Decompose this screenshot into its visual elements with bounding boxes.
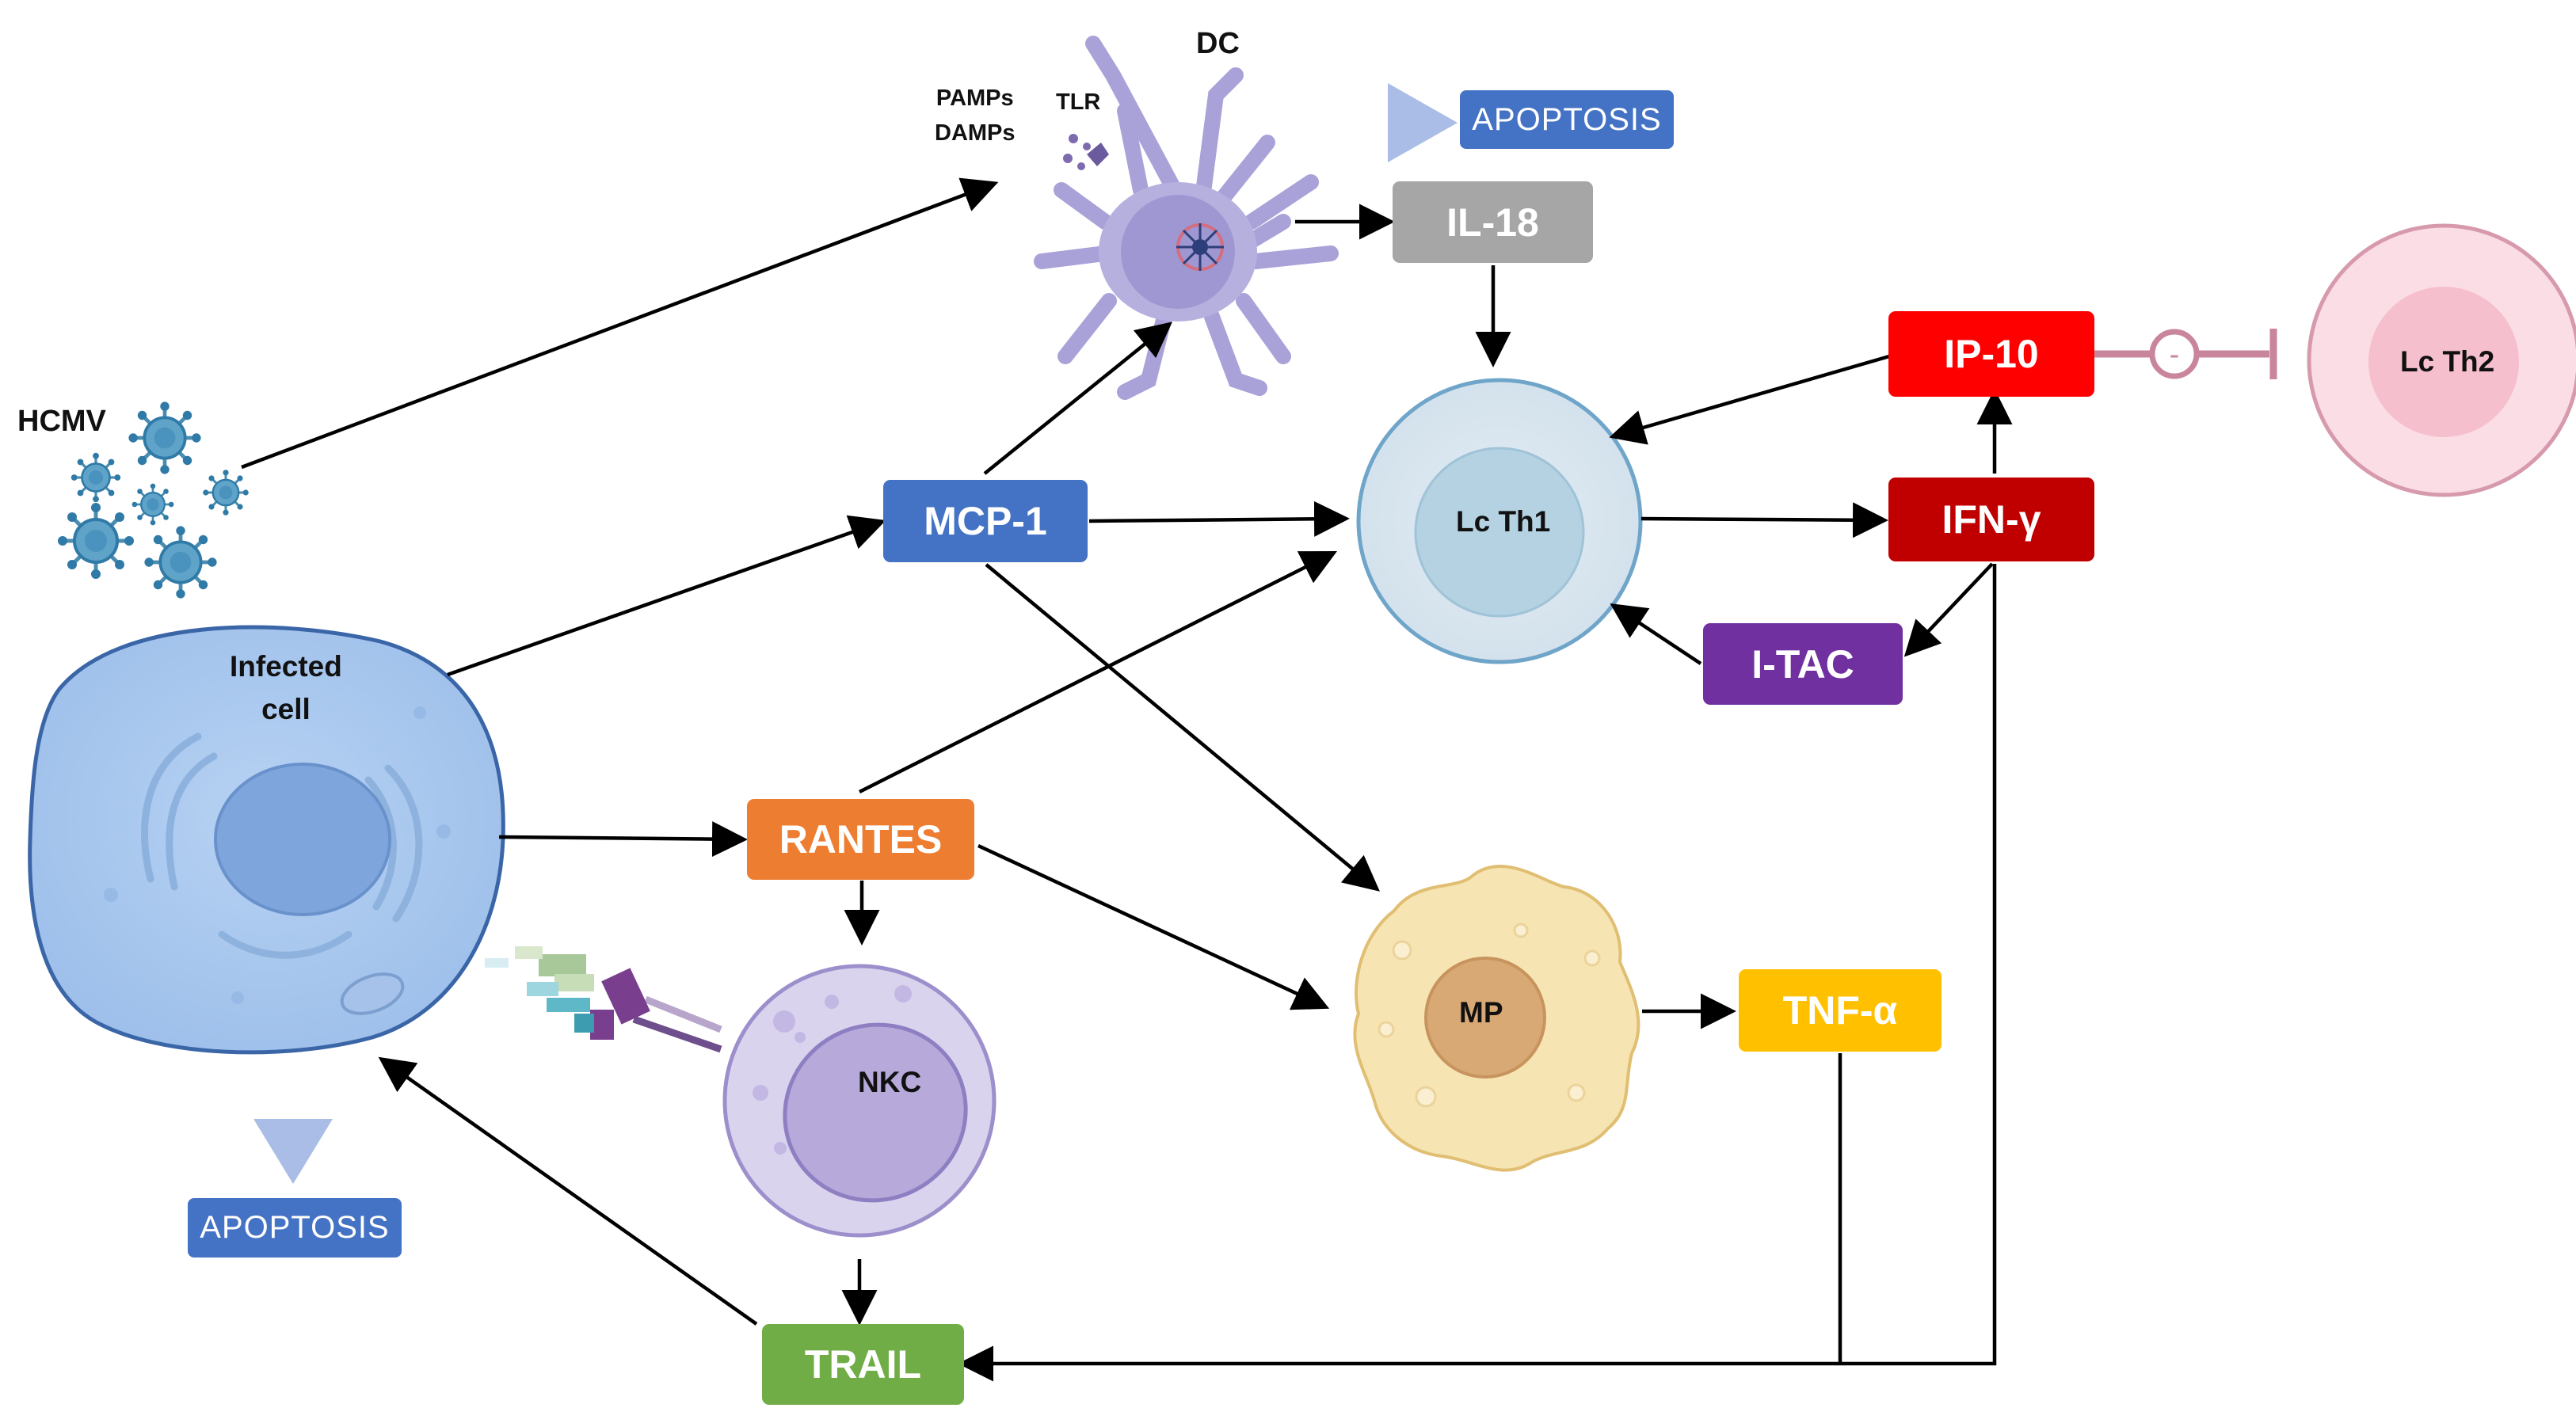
inhibition-icon: - xyxy=(2094,329,2277,379)
macrophage-icon xyxy=(1353,864,1640,1172)
apoptosis-triangle-top xyxy=(1388,83,1458,162)
inhibition-sign: - xyxy=(2170,338,2180,371)
arrow-trail-infected xyxy=(378,1056,758,1326)
ip10-box: IP-10 xyxy=(1888,311,2094,397)
dc-label: DC xyxy=(1196,27,1240,60)
dendritic-cell-icon xyxy=(1034,36,1339,400)
lc-th1-label: Lc Th1 xyxy=(1456,505,1551,538)
arrow-ip10-th1 xyxy=(1609,354,1890,445)
arrow-ifng-trail xyxy=(958,564,1997,1382)
hcmv-label: HCMV xyxy=(17,405,106,438)
damps-label: DAMPs xyxy=(935,120,1016,146)
arrow-itac-th1 xyxy=(1610,603,1702,665)
arrow-rantes-mp xyxy=(977,843,1330,1010)
arrow-hcmv-dc xyxy=(241,177,999,470)
infected-cell-icon xyxy=(28,625,505,1055)
apoptosis-triangle-bottom xyxy=(253,1119,333,1184)
lymphocyte-icon xyxy=(1356,378,1643,664)
nkc-label: NKC xyxy=(858,1066,922,1098)
arrow-rantes-th1 xyxy=(858,550,1338,794)
arrow-infected-mcp1 xyxy=(447,515,886,677)
rantes-box: RANTES xyxy=(747,799,974,880)
arrow-mcp1-mp xyxy=(985,563,1380,892)
mcp1-box: MCP-1 xyxy=(883,480,1088,562)
infected-cell-label: Infected cell xyxy=(230,645,342,730)
receptor-icon xyxy=(485,946,722,1053)
pamps-label: PAMPs xyxy=(936,86,1014,111)
pamps-damps-label: PAMPs DAMPs xyxy=(935,82,1016,150)
arrow-th1-ifng xyxy=(1640,502,1888,538)
lymphocyte-icon xyxy=(2307,223,2576,497)
il18-box: IL-18 xyxy=(1393,181,1593,263)
infected-label-line1: Infected xyxy=(230,650,342,683)
mp-label: MP xyxy=(1459,996,1503,1029)
nk-cell-icon xyxy=(722,964,996,1238)
tnfa-box: TNF-α xyxy=(1739,969,1942,1052)
arrow-mcp1-dc xyxy=(983,322,1172,475)
arrow-mcp1-th1 xyxy=(1088,500,1350,537)
arrow-infected-rantes xyxy=(498,821,748,858)
arrow-ifng-itac xyxy=(1903,562,1994,657)
lc-th2-label: Lc Th2 xyxy=(2400,345,2495,378)
apoptosis-top-box: APOPTOSIS xyxy=(1460,90,1674,149)
infected-label-line2: cell xyxy=(261,692,311,725)
ifng-box: IFN-γ xyxy=(1888,478,2094,561)
tlr-label: TLR xyxy=(1056,89,1101,115)
trail-box: TRAIL xyxy=(762,1324,964,1405)
itac-box: I-TAC xyxy=(1703,623,1903,705)
apoptosis-bottom-box: APOPTOSIS xyxy=(188,1198,402,1257)
